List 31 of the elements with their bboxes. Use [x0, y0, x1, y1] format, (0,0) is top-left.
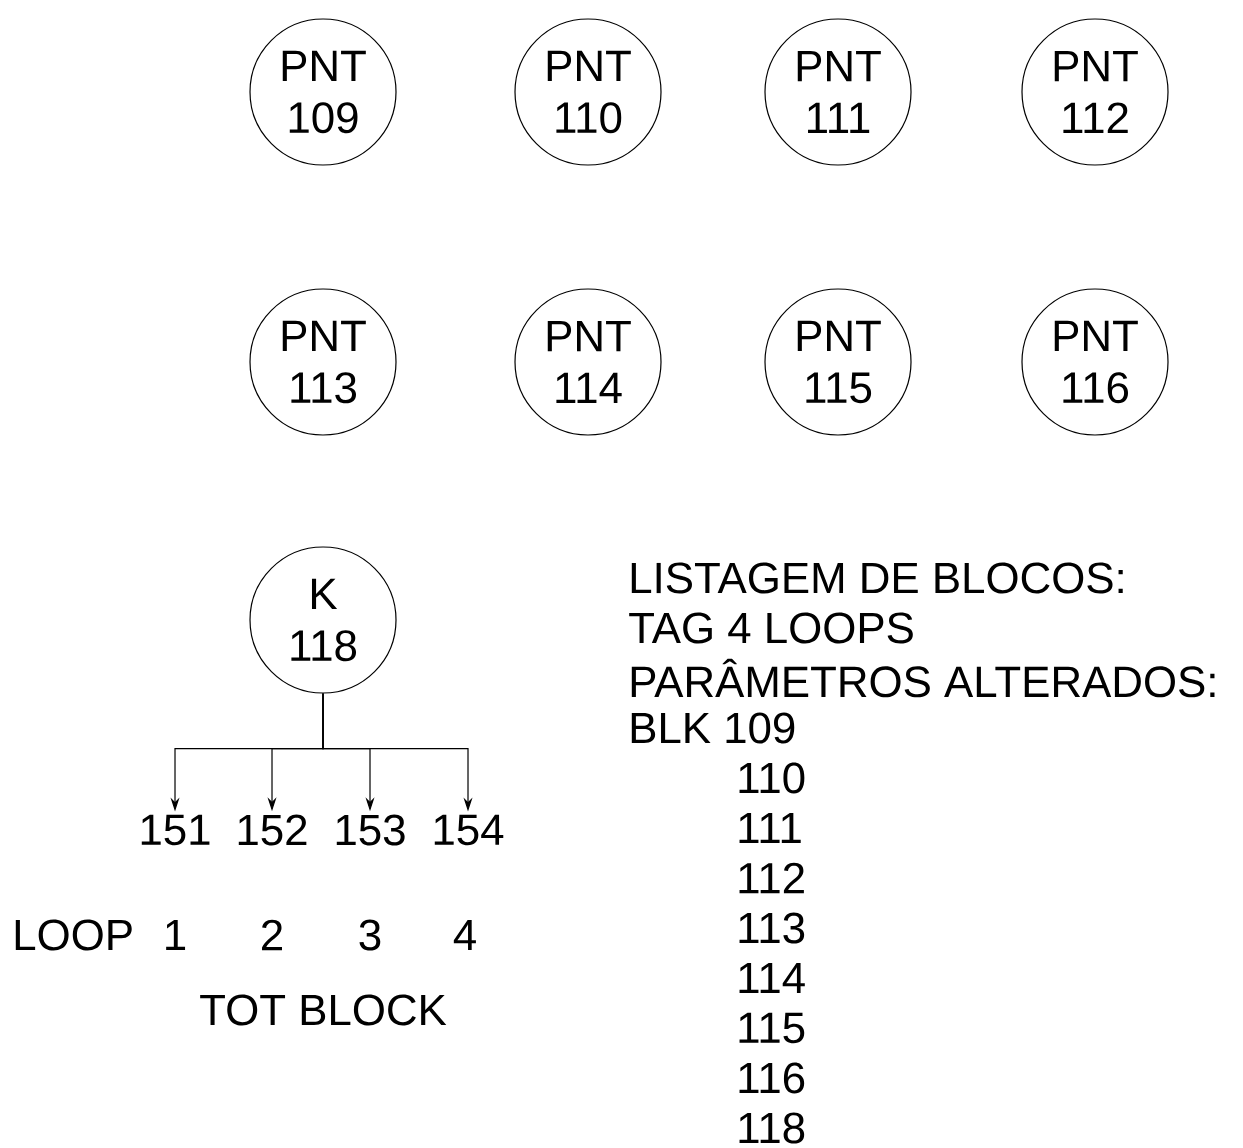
text-label: TAG 4 LOOPS	[629, 612, 913, 644]
text-label: 3	[359, 919, 381, 951]
text-label: 111	[739, 812, 801, 844]
text-label: LISTAGEM DE BLOCOS:	[631, 562, 1123, 594]
text-label: 113	[739, 912, 805, 944]
text-label: 118	[739, 1112, 805, 1144]
circle-node: PNT 109	[249, 18, 397, 166]
node-label: 153	[336, 814, 405, 846]
circle-node: PNT 111	[764, 18, 912, 166]
text-label: 114	[739, 962, 805, 994]
text-label: 110	[739, 762, 805, 794]
text-label: 1	[166, 919, 186, 951]
text-label: PARÂMETROS ALTERADOS:	[631, 658, 1215, 698]
node-label: 152	[238, 814, 307, 846]
circle-node: PNT 114	[514, 288, 662, 436]
circle-node: PNT 116	[1021, 288, 1169, 436]
circle-node: PNT 113	[249, 288, 397, 436]
circle-node: PNT 110	[514, 18, 662, 166]
text-label: 115	[739, 1012, 805, 1044]
text-label: 116	[739, 1062, 805, 1094]
text-label: TOT BLOCK	[200, 994, 447, 1026]
text-label: 112	[739, 862, 804, 894]
text-label: BLK 109	[631, 712, 795, 744]
text-label: LOOP	[15, 919, 132, 951]
circle-node: PNT 112	[1021, 18, 1169, 166]
circle-node: K 118	[249, 546, 397, 694]
circle-node: PNT 115	[764, 288, 912, 436]
text-label: 2	[262, 919, 282, 951]
text-label: 4	[453, 919, 476, 951]
node-label: 151	[141, 814, 210, 846]
node-label: 154	[434, 814, 504, 846]
